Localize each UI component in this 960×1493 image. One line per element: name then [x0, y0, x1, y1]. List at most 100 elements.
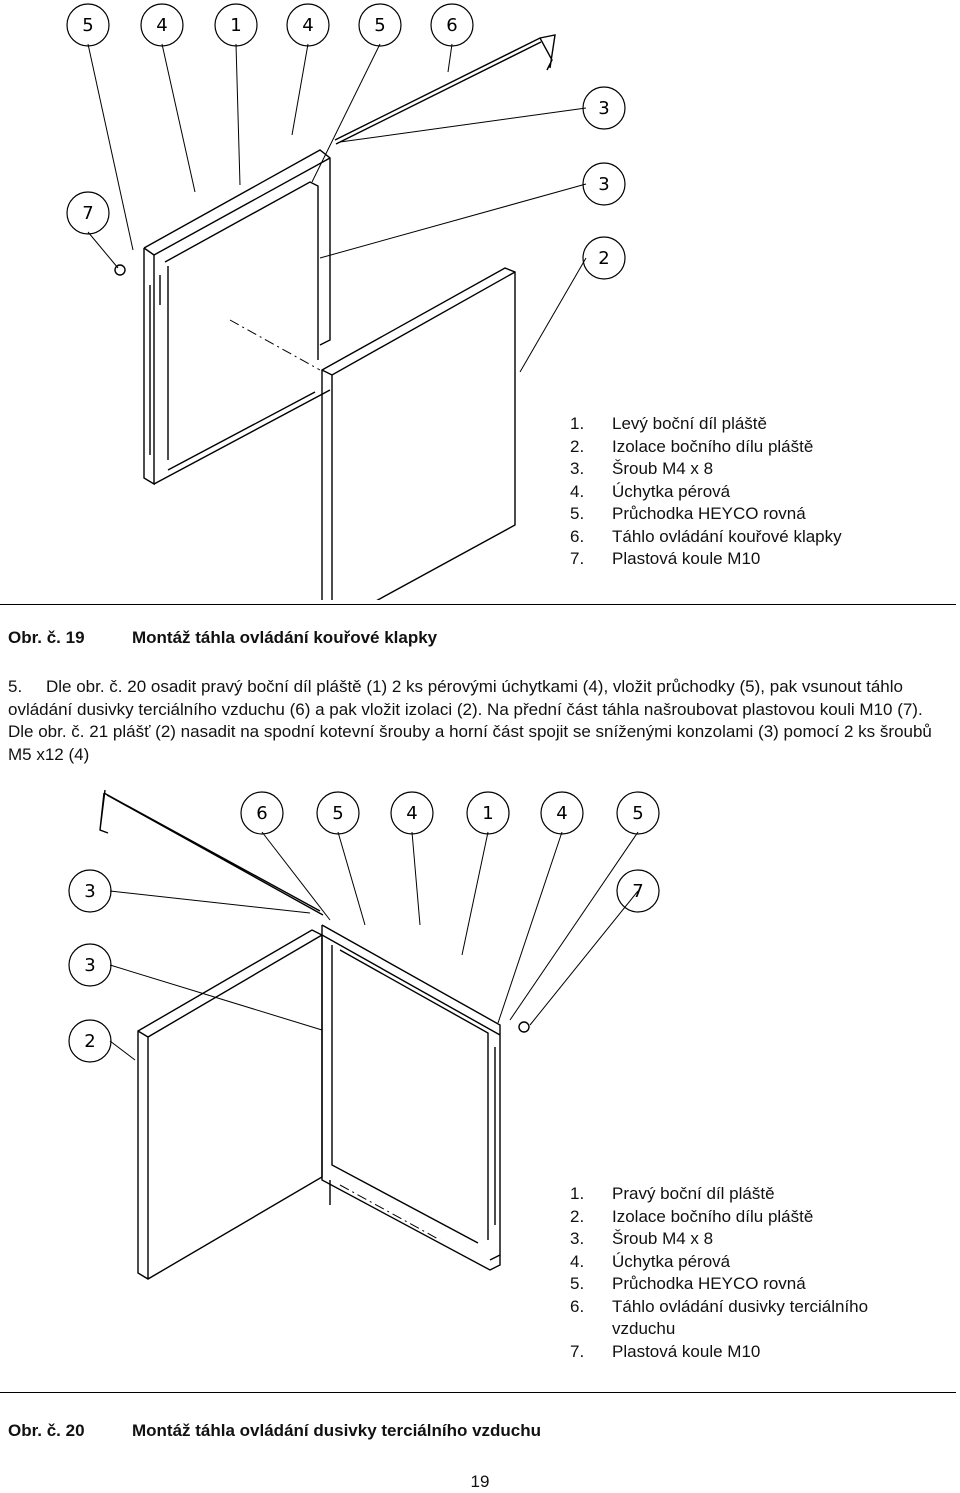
callout-circle — [540, 791, 584, 835]
figure-20-drawing: 6 5 4 1 4 5 3 7 3 2 — [68, 789, 660, 1280]
right-side-panel-frame — [321, 924, 501, 1271]
callout-label: 4 — [156, 15, 167, 36]
callout-circle — [66, 191, 110, 235]
legend-item: 4. Úchytka pérová — [570, 481, 842, 504]
divider — [0, 604, 956, 605]
legend-item: 2. Izolace bočního dílu pláště — [570, 1206, 930, 1229]
legend-text: Levý boční díl pláště — [612, 414, 767, 433]
insulation-board — [321, 267, 516, 600]
callout-circle — [582, 86, 626, 130]
callout-circle — [214, 3, 258, 47]
left-side-panel-frame — [143, 149, 331, 486]
caption-text: Montáž táhla ovládání kouřové klapky — [132, 628, 438, 647]
callout-label: 3 — [84, 881, 95, 902]
rod — [334, 34, 556, 141]
legend-item: 7. Plastová koule M10 — [570, 1341, 930, 1364]
callout-label: 6 — [446, 15, 457, 36]
callout-label: 6 — [256, 803, 267, 824]
callout-circle — [286, 3, 330, 47]
legend-text: Táhlo ovládání kouřové klapky — [612, 526, 842, 546]
callout-circle — [430, 3, 474, 47]
legend-number: 3. — [570, 459, 585, 478]
caption-text: Montáž táhla ovládání dusivky terciálníh… — [132, 1421, 542, 1440]
legend-number: 2. — [570, 436, 585, 456]
callout-label: 7 — [82, 203, 93, 224]
figure-19-caption: Obr. č. 19 Montáž táhla ovládání kouřové… — [8, 628, 437, 648]
callout-circle — [66, 3, 110, 47]
legend-item: 5. Průchodka HEYCO rovná — [570, 503, 842, 526]
legend-text: Izolace bočního dílu pláště — [612, 436, 814, 456]
callout-label: 3 — [598, 174, 609, 195]
callout-circle — [582, 236, 626, 280]
legend-text: Izolace bočního dílu pláště — [612, 1206, 814, 1226]
legend-item: 1. Levý boční díl pláště — [570, 413, 842, 436]
callout-label: 1 — [482, 803, 493, 824]
callout-label: 5 — [632, 803, 643, 824]
legend-item: 7. Plastová koule M10 — [570, 548, 842, 571]
legend-number: 5. — [570, 1274, 585, 1293]
legend-item: 3.Šroub M4 x 8 — [570, 1228, 930, 1251]
legend-number: 2. — [570, 1206, 585, 1226]
caption-label: Obr. č. 20 — [8, 1421, 85, 1440]
legend-number: 1. — [570, 414, 585, 433]
legend-text: Plastová koule M10 — [612, 1341, 761, 1361]
legend-number: 3. — [570, 1229, 585, 1248]
callout-circle — [68, 1019, 112, 1063]
callout-label: 3 — [598, 98, 609, 119]
callout-label: 3 — [84, 955, 95, 976]
callout-label: 4 — [556, 803, 567, 824]
legend-item: 2. Izolace bočního dílu pláště — [570, 436, 842, 459]
caption-label: Obr. č. 19 — [8, 628, 85, 647]
figure-19-legend: 1. Levý boční díl pláště 2. Izolace bočníh… — [570, 413, 842, 571]
legend-text: Úchytka pérová — [612, 481, 731, 501]
callout-label: 5 — [374, 15, 385, 36]
instruction-number: 5. — [8, 677, 23, 696]
legend-text: Šroub M4 x 8 — [612, 459, 714, 478]
callout-label: 2 — [598, 248, 609, 269]
callout-label: 2 — [84, 1031, 95, 1052]
figure-20-caption: Obr. č. 20 Montáž táhla ovládání dusivky… — [8, 1421, 541, 1441]
instruction-text: Dle obr. č. 20 osadit pravý boční díl pl… — [8, 677, 932, 764]
callout-circle — [616, 791, 660, 835]
callout-label: 1 — [230, 15, 241, 36]
legend-number: 1. — [570, 1184, 585, 1203]
legend-text: Plastová koule M10 — [612, 549, 761, 568]
legend-number: 4. — [570, 1251, 585, 1271]
legend-item: 6. Táhlo ovládání kouřové klapky — [570, 526, 842, 549]
legend-number: 6. — [570, 526, 585, 546]
legend-number: 7. — [570, 1341, 585, 1361]
insulation-board — [137, 929, 323, 1280]
legend-item: 3. Šroub M4 x 8 — [570, 458, 842, 481]
callout-label: 5 — [332, 803, 343, 824]
callout-circle — [316, 791, 360, 835]
legend-text: Pravý boční díl pláště — [612, 1184, 775, 1203]
legend-number: 7. — [570, 549, 585, 568]
callout-circle — [68, 869, 112, 913]
callout-circle — [240, 791, 284, 835]
legend-item: 4. Úchytka pérová — [570, 1251, 930, 1274]
callout-label: 4 — [406, 803, 417, 824]
legend-text: Průchodka HEYCO rovná — [612, 504, 806, 523]
divider — [0, 1392, 956, 1393]
callout-label: 7 — [632, 881, 643, 902]
callout-circle — [358, 3, 402, 47]
rod — [99, 789, 324, 916]
callout-circle — [582, 162, 626, 206]
legend-number: 5. — [570, 504, 585, 523]
legend-item: 1. Pravý boční díl pláště — [570, 1183, 930, 1206]
callout-circle — [68, 943, 112, 987]
callout-label: 5 — [82, 15, 93, 36]
page-number: 19 — [470, 1472, 490, 1491]
legend-text: Táhlo ovládání dusivky terciálního vzduc… — [612, 1296, 869, 1339]
figure-20-legend: 1. Pravý boční díl pláště 2. Izolace boční… — [570, 1183, 930, 1363]
callout-circle — [390, 791, 434, 835]
legend-text: Úchytka pérová — [612, 1251, 731, 1271]
legend-number: 4. — [570, 481, 585, 501]
callout-circle — [140, 3, 184, 47]
callout-circle — [466, 791, 510, 835]
legend-text: Průchodka HEYCO rovná — [612, 1274, 806, 1293]
legend-number: 6. — [570, 1296, 585, 1316]
figure-19-drawing: 5 4 1 4 5 6 3 3 2 7 — [66, 3, 626, 600]
legend-item: 6. Táhlo ovládání dusivky terciálního vzd… — [570, 1296, 930, 1341]
legend-item: 5. Průchodka HEYCO rovná — [570, 1273, 930, 1296]
